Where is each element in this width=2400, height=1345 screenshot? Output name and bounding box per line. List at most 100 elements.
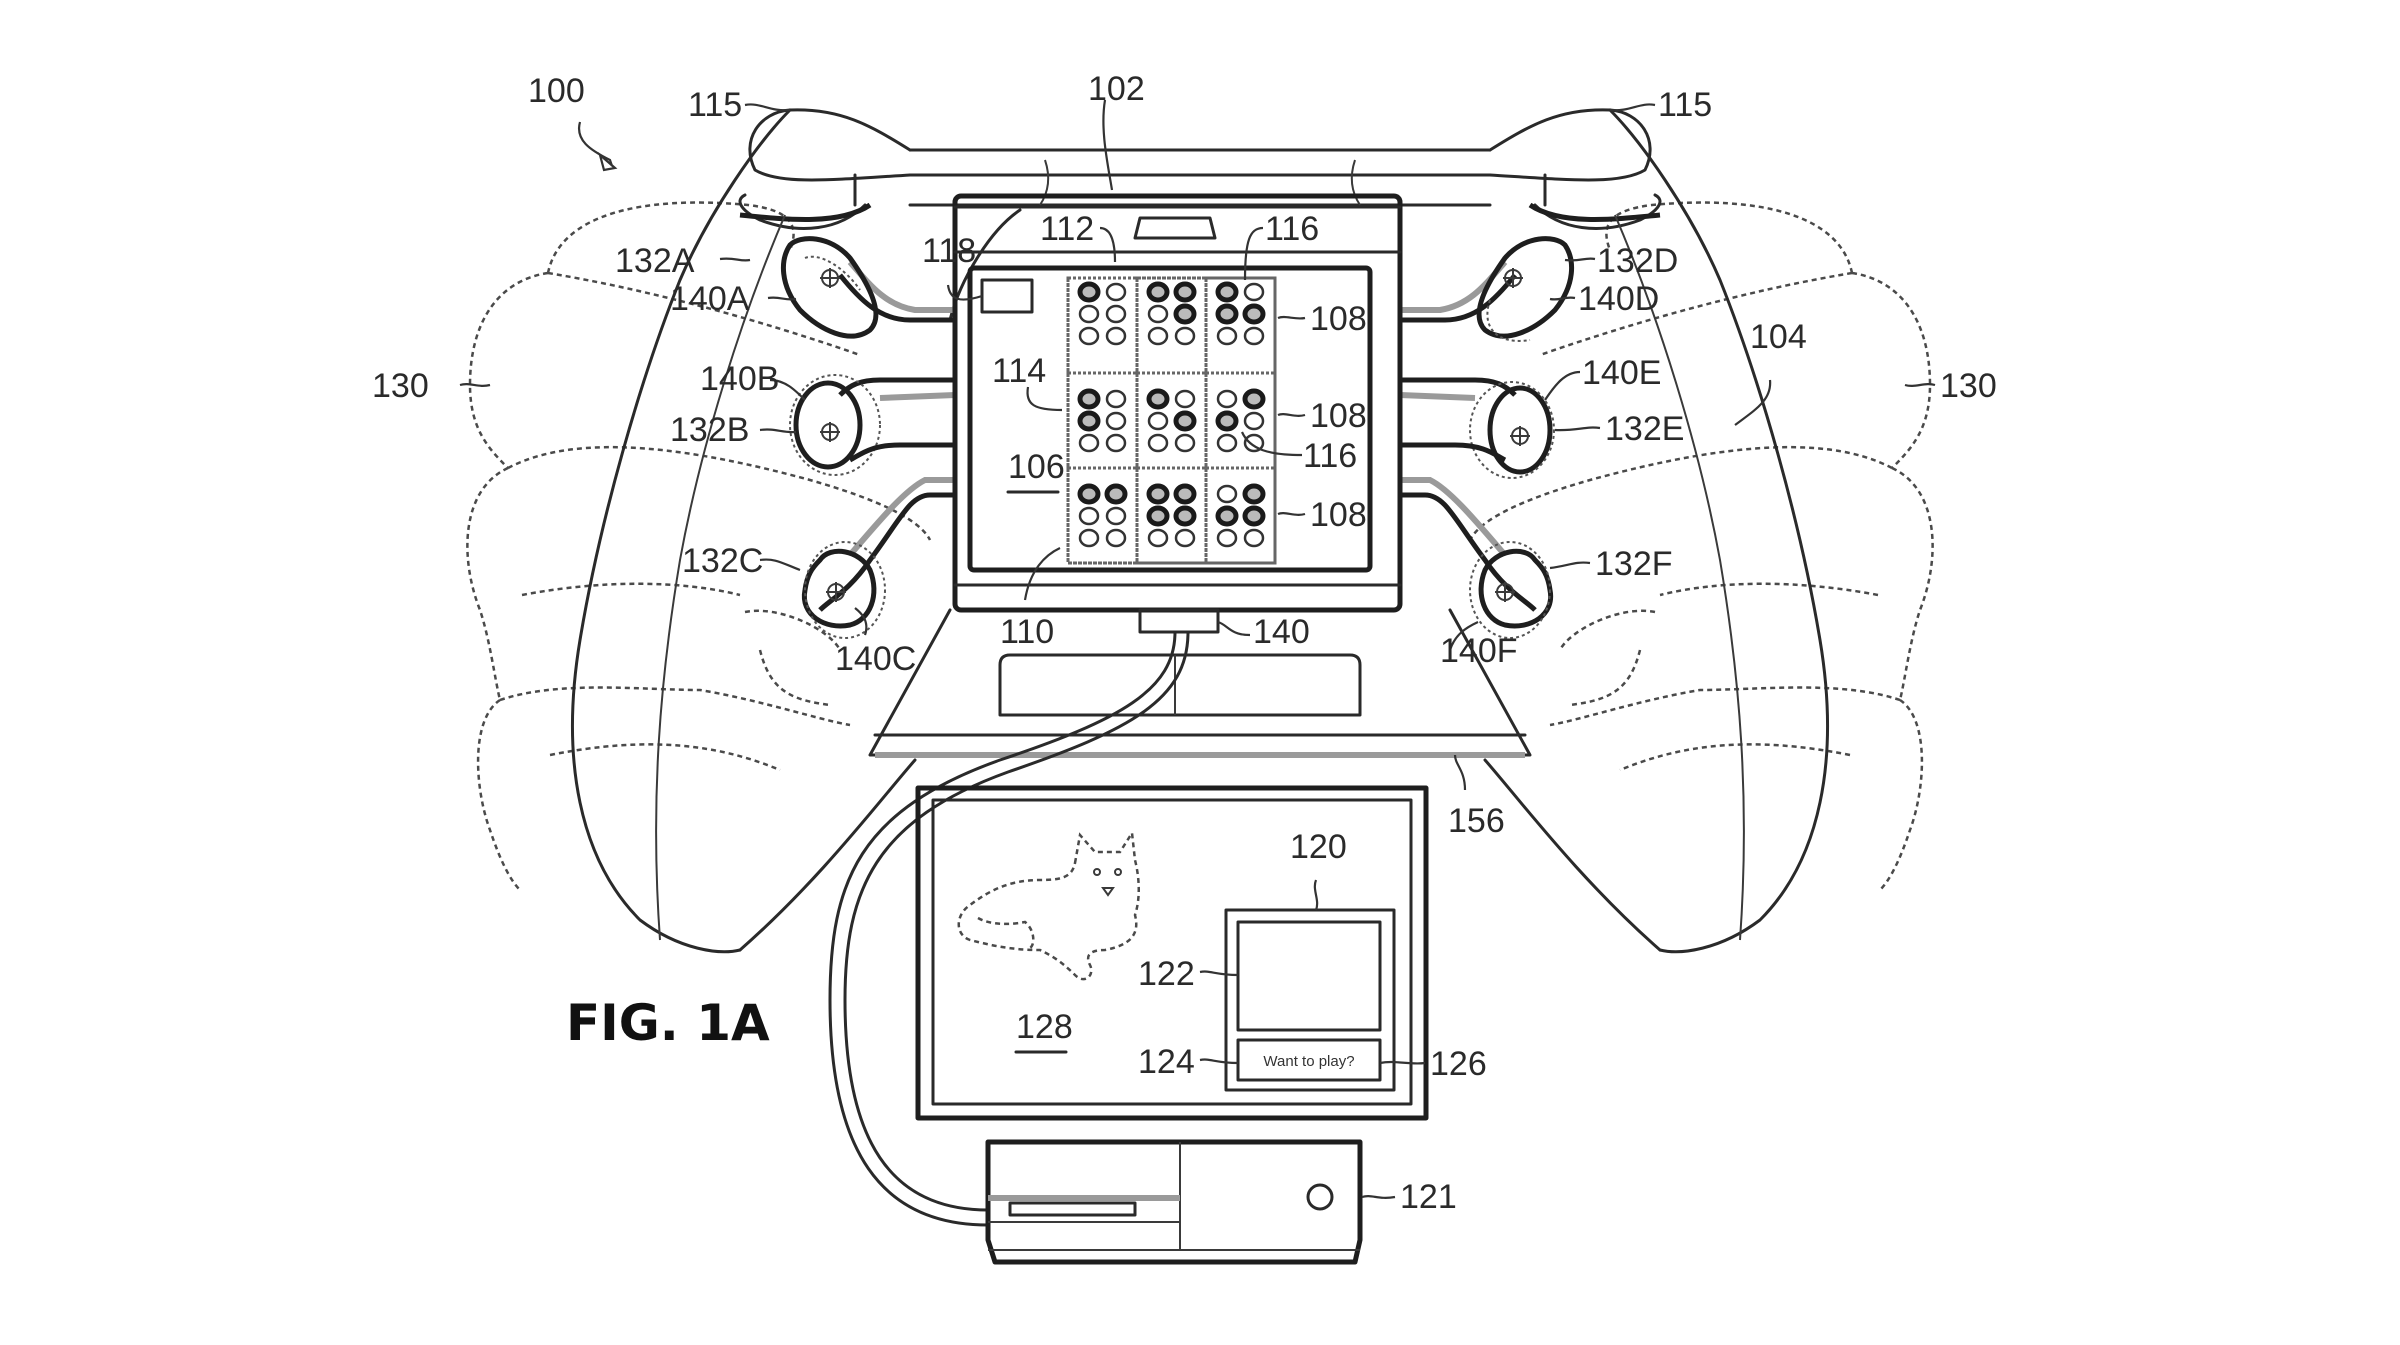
connector-markers [820, 268, 1530, 602]
label-121: 121 [1400, 1178, 1457, 1216]
braille-pin-raised [1077, 483, 1101, 505]
braille-pin-raised [1173, 410, 1197, 432]
label-104: 104 [1750, 318, 1807, 356]
braille-pin-raised [1146, 388, 1170, 410]
braille-pin-raised [1242, 388, 1266, 410]
label-126: 126 [1430, 1045, 1487, 1083]
indicator-118 [980, 278, 1034, 314]
button-132C [801, 548, 877, 629]
braille-pin-flat [1243, 411, 1265, 431]
braille-pin-flat [1216, 528, 1238, 548]
game-console [985, 1139, 1363, 1265]
braille-pin-flat [1216, 326, 1238, 346]
braille-pin-flat [1174, 528, 1196, 548]
braille-pin-raised [1173, 483, 1197, 505]
figure-title: FIG. 1A [566, 994, 770, 1052]
left-hand-outline [466, 201, 932, 891]
braille-pin-flat [1147, 304, 1169, 324]
braille-pin-flat [1147, 326, 1169, 346]
label-140: 140 [1253, 613, 1310, 651]
braille-pin-raised [1077, 281, 1101, 303]
label-156: 156 [1448, 802, 1505, 840]
button-132B [793, 380, 863, 470]
braille-pin-flat [1243, 433, 1265, 453]
label-132A: 132A [615, 242, 695, 280]
label-132B: 132B [670, 411, 749, 449]
power-button-icon [1306, 1183, 1334, 1211]
label-132C: 132C [682, 542, 763, 580]
braille-pin-flat [1078, 304, 1100, 324]
right-hand-outline [1468, 201, 1934, 891]
label-130-right: 130 [1940, 367, 1997, 405]
reference-labels: 100 115 115 102 112 116 118 114 106 108 … [372, 70, 1997, 1216]
label-124: 124 [1138, 1043, 1195, 1081]
label-132F: 132F [1595, 545, 1673, 583]
braille-pin-raised [1173, 281, 1197, 303]
braille-pin-flat [1078, 433, 1100, 453]
braille-pin-flat [1174, 433, 1196, 453]
braille-pin-flat [1078, 528, 1100, 548]
braille-pin-raised [1215, 303, 1239, 325]
braille-pin-flat [1105, 433, 1127, 453]
braille-cell [1066, 466, 1139, 565]
braille-pin-raised [1242, 303, 1266, 325]
label-128: 128 [1016, 1008, 1073, 1046]
label-110: 110 [1000, 613, 1054, 651]
right-arms [1399, 236, 1575, 639]
braille-pin-flat [1105, 528, 1127, 548]
braille-pin-raised [1077, 410, 1101, 432]
braille-pin-flat [1105, 326, 1127, 346]
disc-slot [1008, 1201, 1137, 1217]
connector-140C-icon [826, 582, 846, 602]
popup-window [1224, 908, 1396, 1092]
braille-pin-flat [1174, 326, 1196, 346]
popup-message: Want to play? [1263, 1053, 1354, 1070]
label-140A: 140A [670, 280, 750, 318]
button-132F [1478, 548, 1554, 629]
label-140D: 140D [1578, 280, 1659, 318]
braille-pin-raised [1242, 483, 1266, 505]
braille-pin-raised [1104, 483, 1128, 505]
button-132E [1487, 385, 1553, 475]
connector-140E-icon [1510, 426, 1530, 446]
usb-port [1133, 216, 1217, 240]
braille-pin-flat [1105, 411, 1127, 431]
label-115-right: 115 [1658, 86, 1712, 124]
label-120: 120 [1290, 828, 1347, 866]
label-108-row2: 108 [1310, 397, 1367, 435]
braille-pin-raised [1077, 388, 1101, 410]
braille-pin-flat [1216, 484, 1238, 504]
left-arms [780, 236, 956, 639]
braille-pin-flat [1216, 389, 1238, 409]
braille-pin-flat [1243, 326, 1265, 346]
cable [828, 630, 1190, 1227]
braille-pin-raised [1173, 505, 1197, 527]
television: Want to play? [915, 785, 1429, 1121]
label-106: 106 [1008, 448, 1065, 486]
controller-body [571, 108, 1829, 954]
label-130-left: 130 [372, 367, 429, 405]
label-118: 118 [922, 232, 976, 270]
label-140C: 140C [835, 640, 916, 678]
braille-pin-flat [1105, 389, 1127, 409]
label-112: 112 [1040, 210, 1094, 248]
label-132D: 132D [1597, 242, 1678, 280]
label-100: 100 [528, 72, 585, 110]
braille-pin-raised [1146, 505, 1170, 527]
braille-pin-flat [1078, 326, 1100, 346]
braille-pin-raised [1215, 505, 1239, 527]
label-140E: 140E [1582, 354, 1661, 392]
label-102: 102 [1088, 70, 1145, 108]
cat-illustration [957, 829, 1140, 981]
braille-pin-flat [1147, 411, 1169, 431]
label-116-top: 116 [1265, 210, 1319, 248]
braille-grid [1066, 276, 1277, 565]
leader-lines [459, 99, 1936, 1199]
label-122: 122 [1138, 955, 1195, 993]
braille-pin-flat [1147, 433, 1169, 453]
connector-140F-icon [1495, 582, 1515, 602]
braille-pin-raised [1215, 410, 1239, 432]
label-140F: 140F [1440, 632, 1518, 670]
braille-pin-raised [1146, 483, 1170, 505]
